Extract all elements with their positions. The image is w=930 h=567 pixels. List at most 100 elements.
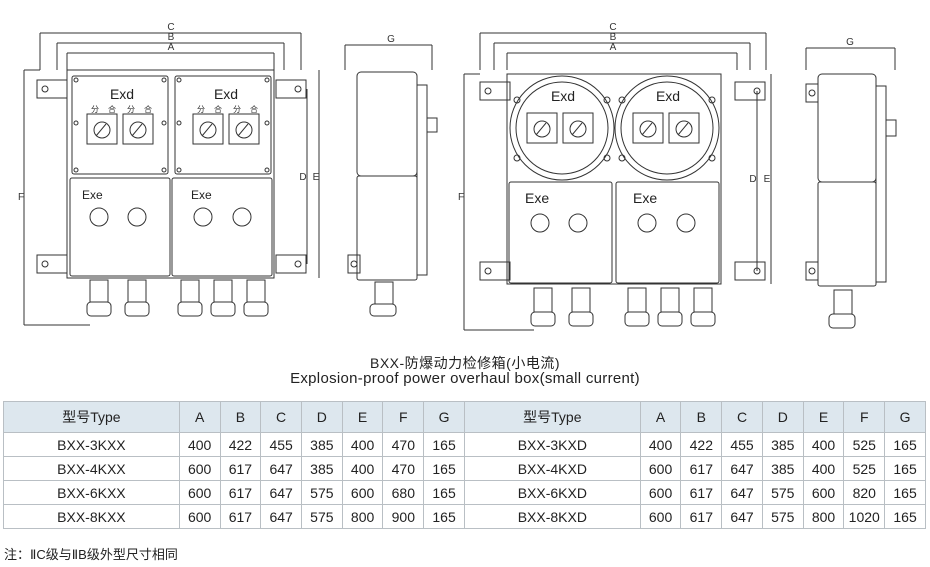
svg-text:合: 合: [250, 104, 258, 114]
panel-label-exd: Exd: [214, 86, 238, 102]
table-cell: 400: [341, 456, 384, 481]
table-cell: BXX-8KXD: [463, 504, 641, 529]
table-cell: 455: [721, 432, 763, 457]
dim-label-c: C: [167, 22, 174, 33]
table-cell: 800: [341, 504, 384, 529]
table-header-row: 型号Type A B C D E F G 型号Type A B C D E F …: [3, 401, 926, 433]
table-row: BXX-6KXX 600 617 647 575 600 680 165 BXX…: [3, 480, 926, 505]
table-cell: 647: [260, 456, 302, 481]
table-cell: 600: [802, 480, 845, 505]
svg-text:分: 分: [91, 105, 99, 114]
footnote: 注：ⅡC级与ⅡB级外型尺寸相同: [4, 547, 178, 562]
table-cell: 385: [300, 456, 343, 481]
column-header: B: [680, 401, 723, 433]
table-cell: 600: [639, 480, 682, 505]
table-cell: 455: [260, 432, 302, 457]
svg-text:分: 分: [233, 105, 241, 114]
table-cell: 470: [382, 456, 425, 481]
table-cell: 600: [178, 480, 221, 505]
table-cell: 165: [884, 456, 926, 481]
table-cell: 400: [802, 456, 845, 481]
table-row: BXX-3KXX 400 422 455 385 400 470 165 BXX…: [3, 432, 926, 457]
table-cell: 617: [680, 504, 723, 529]
panel-label-exe: Exe: [633, 190, 657, 206]
svg-text:分: 分: [197, 105, 205, 114]
table-cell: BXX-4KXD: [463, 456, 641, 481]
table-cell: 800: [802, 504, 845, 529]
column-header: F: [382, 401, 425, 433]
panel-label-exd: Exd: [110, 86, 134, 102]
column-header: A: [639, 401, 682, 433]
table-cell: 165: [423, 480, 465, 505]
column-header: F: [843, 401, 886, 433]
dim-label-a: A: [168, 42, 175, 53]
svg-text:合: 合: [214, 104, 222, 114]
table-row: BXX-8KXX 600 617 647 575 800 900 165 BXX…: [3, 504, 926, 529]
table-cell: 165: [884, 480, 926, 505]
dim-label-g: G: [846, 37, 854, 48]
column-header: B: [219, 401, 262, 433]
table-cell: 600: [639, 504, 682, 529]
table-cell: 1020: [843, 504, 886, 529]
table-cell: 600: [178, 504, 221, 529]
table-cell: BXX-6KXD: [463, 480, 641, 505]
right-side-view: [805, 47, 897, 329]
table-cell: 385: [300, 432, 343, 457]
table-cell: BXX-6KXX: [3, 480, 180, 505]
dim-label-d: D: [749, 174, 756, 185]
caption-title-en: Explosion-proof power overhaul box(small…: [290, 370, 640, 387]
svg-text:合: 合: [144, 104, 152, 114]
column-header: A: [178, 401, 221, 433]
table-cell: 680: [382, 480, 425, 505]
table-cell: 617: [680, 456, 723, 481]
table-cell: 400: [802, 432, 845, 457]
table-cell: 422: [680, 432, 723, 457]
table-cell: 617: [219, 456, 262, 481]
dim-label-a: A: [610, 42, 617, 53]
dim-label-f: F: [458, 192, 464, 203]
table-cell: 617: [219, 480, 262, 505]
table-cell: 385: [761, 432, 804, 457]
table-cell: BXX-3KXX: [3, 432, 180, 457]
column-header: C: [260, 401, 302, 433]
right-front-view: [463, 32, 772, 331]
table-cell: 400: [178, 432, 221, 457]
column-header: G: [423, 401, 465, 433]
panel-label-exd: Exd: [656, 88, 680, 104]
caption-title-cn: BXX-防爆动力检修箱(小电流): [370, 355, 560, 371]
dim-label-g: G: [387, 34, 395, 45]
table-cell: 165: [423, 456, 465, 481]
table-cell: 165: [423, 504, 465, 529]
dim-label-b: B: [610, 32, 617, 43]
column-header: C: [721, 401, 763, 433]
table-cell: 600: [341, 480, 384, 505]
left-side-view: [344, 44, 438, 317]
table-cell: BXX-8KXX: [3, 504, 180, 529]
table-row: BXX-4KXX 600 617 647 385 400 470 165 BXX…: [3, 456, 926, 481]
table-cell: 647: [260, 480, 302, 505]
panel-label-exe: Exe: [82, 188, 103, 202]
left-front-view: [23, 32, 320, 326]
table-cell: 820: [843, 480, 886, 505]
table-cell: 525: [843, 456, 886, 481]
table-cell: 647: [260, 504, 302, 529]
table-cell: 575: [300, 480, 343, 505]
table-cell: 400: [341, 432, 384, 457]
table-cell: 617: [219, 504, 262, 529]
column-header: E: [341, 401, 384, 433]
table-cell: 470: [382, 432, 425, 457]
panel-label-exd: Exd: [551, 88, 575, 104]
table-cell: BXX-3KXD: [463, 432, 641, 457]
table-cell: 165: [423, 432, 465, 457]
dim-label-b: B: [168, 32, 175, 43]
panel-label-exe: Exe: [191, 188, 212, 202]
table-cell: 647: [721, 480, 763, 505]
table-cell: 647: [721, 504, 763, 529]
dim-label-d: D: [299, 172, 306, 183]
svg-text:分: 分: [127, 105, 135, 114]
table-cell: 422: [219, 432, 262, 457]
table-cell: 900: [382, 504, 425, 529]
table-cell: 600: [178, 456, 221, 481]
dim-label-f: F: [18, 192, 24, 203]
table-cell: 575: [761, 480, 804, 505]
